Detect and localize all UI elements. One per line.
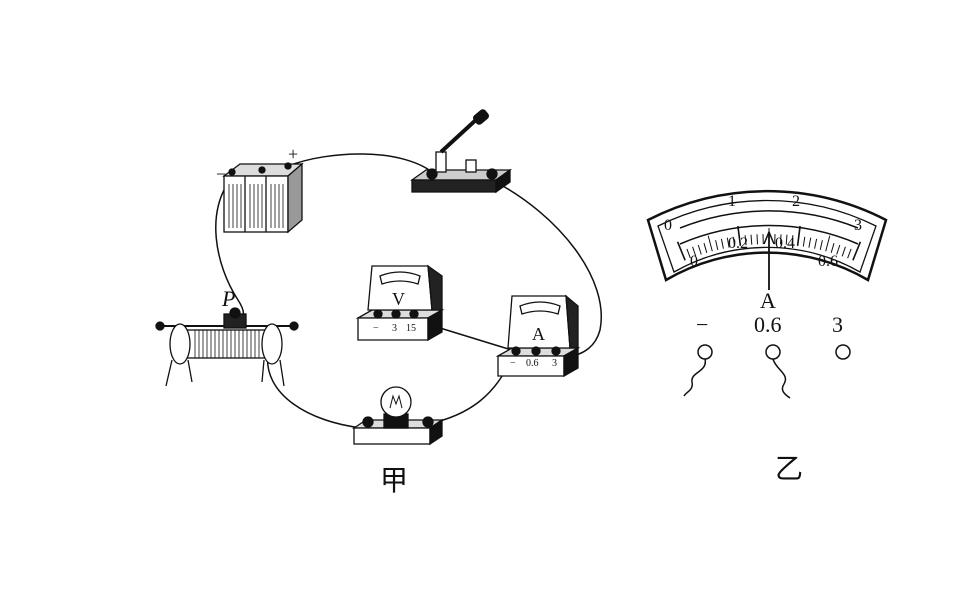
battery-minus-label: − (216, 164, 226, 184)
terminal-3-post (835, 344, 851, 360)
battery-pack (222, 162, 304, 234)
scale-tick (737, 225, 742, 246)
dial-inner-frame (657, 199, 877, 273)
scale-tick (697, 244, 702, 255)
scale-tick (802, 236, 806, 247)
upper-scale-1: 1 (728, 193, 736, 210)
upper-scale-0: 0 (664, 217, 672, 234)
terminal-neg-post (697, 344, 713, 360)
scale-tick (707, 235, 713, 252)
dial-terminal-neg: − (696, 312, 708, 337)
scale-ticks (676, 225, 862, 261)
terminal-06-post (765, 344, 781, 360)
ammeter (495, 294, 581, 378)
scale-tick (825, 235, 831, 252)
lower-scale-0: 0 (690, 253, 698, 270)
scale-tick (756, 234, 758, 245)
knife-switch (409, 109, 513, 194)
voltmeter-terminal-15: 15 (406, 323, 416, 334)
wire-rheostat-to-lamp (266, 351, 363, 429)
voltmeter-terminal-3: 3 (392, 323, 397, 334)
dial-symbol-a: A (760, 288, 776, 313)
rheostat (155, 307, 299, 387)
lower-scale-06: 0.6 (818, 253, 838, 270)
scale-tick (732, 236, 736, 247)
scale-tick (703, 243, 708, 253)
voltmeter (355, 264, 445, 342)
figure-a-caption: 甲 (380, 464, 408, 497)
voltmeter-symbol: V (392, 289, 405, 309)
scale-tick (686, 248, 691, 259)
scale-tick (692, 246, 697, 257)
dial-terminal-06: 0.6 (754, 312, 782, 337)
wire-battery-plus-to-switch (287, 153, 433, 173)
lower-scale-02: 0.2 (728, 235, 748, 252)
light-bulb (351, 386, 445, 446)
scale-tick (744, 235, 747, 246)
slider-label-p: P (221, 286, 235, 311)
scale-tick (715, 240, 719, 251)
upper-scale-3: 3 (854, 217, 862, 234)
voltmeter-terminal-neg: − (373, 323, 379, 334)
dial-outer-frame (646, 190, 888, 282)
ammeter-dial (646, 190, 888, 290)
scale-arc-outer (679, 210, 859, 229)
scale-tick (841, 246, 846, 257)
scale-tick (676, 241, 686, 261)
scale-tick (814, 238, 818, 249)
lower-scale-04: 0.4 (775, 235, 795, 252)
dial-terminals (697, 344, 851, 360)
scale-tick (796, 225, 801, 246)
scale-tick (808, 237, 812, 248)
upper-scale-2: 2 (792, 193, 800, 210)
dial-wires (683, 358, 791, 399)
scale-tick (791, 235, 794, 246)
ammeter-symbol: A (532, 324, 545, 344)
scale-tick (726, 237, 730, 248)
scale-tick (720, 238, 724, 249)
dial-terminal-3: 3 (832, 312, 843, 337)
scale-tick (819, 240, 823, 251)
wire-to-06-terminal (772, 358, 791, 399)
scale-tick (785, 234, 788, 245)
scale-tick (852, 241, 862, 261)
scale-tick (750, 234, 753, 245)
scale-tick (830, 243, 835, 253)
ammeter-terminal-06: 0.6 (526, 358, 539, 369)
wire-switch-to-ammeter (491, 179, 602, 358)
scale-arc-inner (679, 224, 859, 245)
ammeter-terminal-neg: − (510, 358, 516, 369)
figure-b-caption: 乙 (775, 452, 803, 485)
scale-tick (847, 248, 852, 259)
wire-to-neg-terminal (683, 358, 706, 397)
ammeter-terminal-3: 3 (552, 358, 557, 369)
battery-plus-label: + (288, 144, 298, 164)
scale-tick (780, 234, 782, 245)
scale-tick (836, 244, 841, 255)
